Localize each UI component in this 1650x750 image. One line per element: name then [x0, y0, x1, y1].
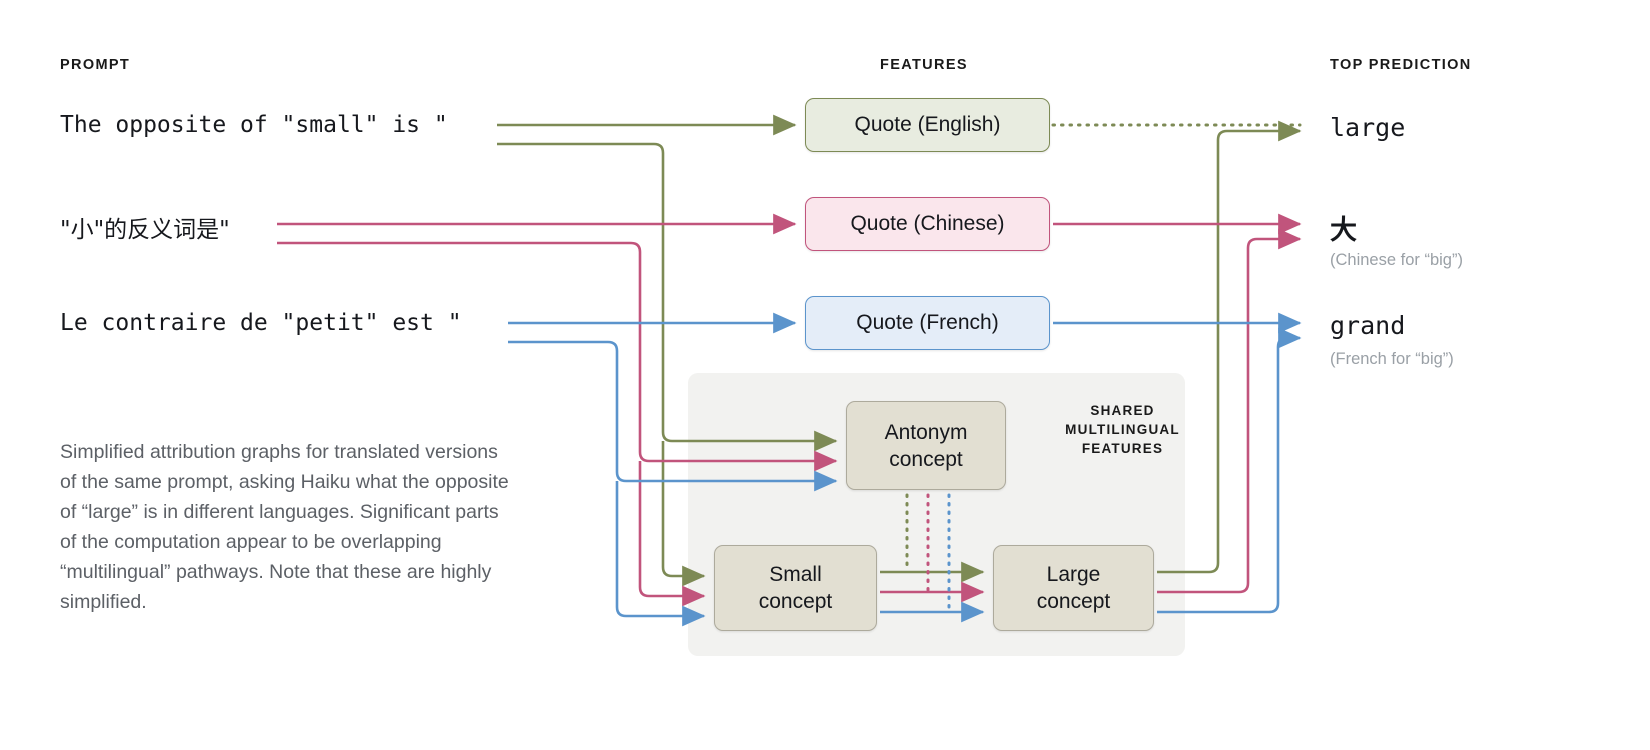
prediction-chinese: 大: [1330, 215, 1357, 246]
feature-box-quote-french-label: Quote (French): [856, 311, 999, 334]
prompt-text-chinese: "小"的反义词是": [60, 217, 230, 243]
concept-antonym-line-2: concept: [889, 447, 963, 471]
shared-label-line-2: MULTILINGUAL: [1065, 422, 1180, 437]
concept-small-line-1: Small: [769, 563, 822, 586]
feature-box-quote-chinese-label: Quote (Chinese): [850, 212, 1005, 235]
shared-label-line-1: SHARED: [1090, 403, 1155, 418]
shared-multilingual-label: SHARED MULTILINGUAL FEATURES: [1060, 401, 1185, 458]
figure-caption: Simplified attribution graphs for transl…: [60, 441, 509, 613]
concept-small-line-2: concept: [758, 590, 833, 613]
concept-box-antonym[interactable]: Antonym concept: [846, 401, 1006, 490]
concept-box-large-label: Large concept: [1037, 561, 1111, 615]
prediction-english: large: [1330, 113, 1406, 142]
prediction-french-note: (French for “big”): [1330, 350, 1454, 368]
prompt-text-english: The opposite of "small" is ": [60, 112, 448, 138]
column-header-features: FEATURES: [880, 57, 968, 73]
prompt-text-french: Le contraire de "petit" est ": [60, 310, 462, 336]
feature-box-quote-english-label: Quote (English): [854, 113, 1001, 136]
feature-box-quote-french[interactable]: Quote (French): [805, 296, 1050, 350]
prediction-french: grand: [1330, 311, 1406, 340]
concept-box-small[interactable]: Small concept: [714, 545, 877, 631]
column-header-top-prediction: TOP PREDICTION: [1330, 57, 1472, 73]
concept-box-small-label: Small concept: [759, 561, 833, 615]
prediction-chinese-note: (Chinese for “big”): [1330, 251, 1463, 269]
feature-box-quote-chinese[interactable]: Quote (Chinese): [805, 197, 1050, 251]
concept-antonym-line-1: Antonym: [884, 420, 968, 444]
concept-large-line-2: concept: [1036, 590, 1111, 613]
column-header-prompt: PROMPT: [60, 57, 131, 73]
concept-box-large[interactable]: Large concept: [993, 545, 1154, 631]
feature-box-quote-english[interactable]: Quote (English): [805, 98, 1050, 152]
concept-box-antonym-label: Antonym concept: [885, 419, 968, 473]
concept-large-line-1: Large: [1046, 563, 1101, 586]
shared-label-line-3: FEATURES: [1081, 441, 1164, 456]
